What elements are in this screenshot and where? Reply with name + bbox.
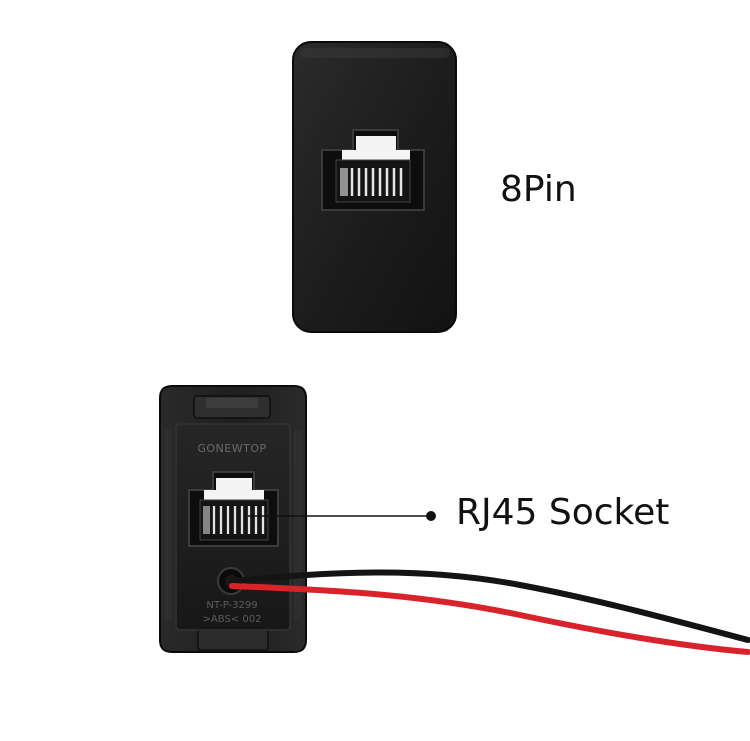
material-text: >ABS< 002 [203,614,262,625]
top-port-pins [350,168,403,196]
top-rj45-port [321,129,425,211]
pin-count-label: 8Pin [500,169,577,210]
brand-text: GONEWTOP [197,442,266,455]
part-number-text: NT-P-3299 [206,600,257,611]
red-wire [229,583,750,655]
bottom-rj45-port [188,471,279,547]
power-wires [229,569,750,655]
black-wire [229,569,750,643]
socket-type-label: RJ45 Socket [456,492,670,533]
bottom-port-pins [212,506,265,534]
callout-pointer [248,511,436,521]
